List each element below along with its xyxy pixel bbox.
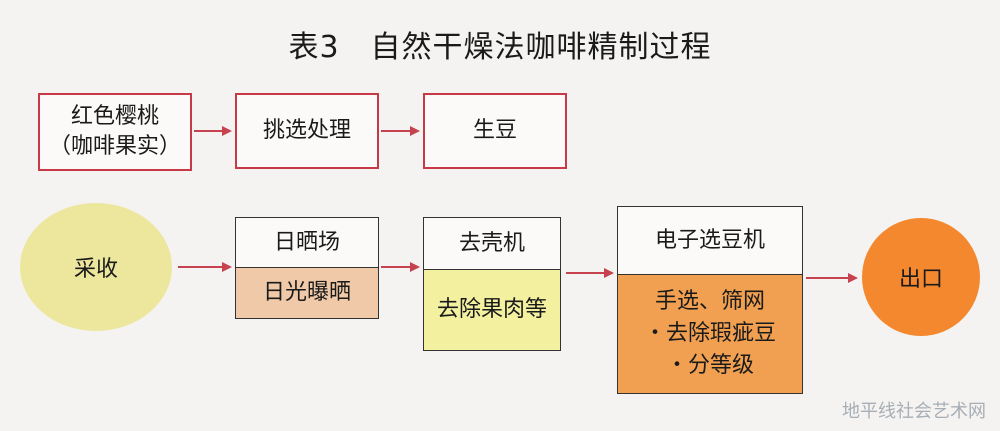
watermark-text: 地平线社会艺术网 bbox=[842, 401, 986, 422]
huller-header: 去壳机 bbox=[424, 218, 560, 270]
huller-body-label: 去除果肉等 bbox=[436, 297, 547, 323]
green-bean-box: 生豆 bbox=[423, 93, 567, 169]
harvest-label: 采收 bbox=[73, 257, 118, 282]
sun-yard-body: 日光曝晒 bbox=[236, 268, 378, 318]
electronic-sorter-header: 电子选豆机 bbox=[618, 207, 802, 275]
sun-yard-box: 日晒场 日光曝晒 bbox=[235, 217, 379, 319]
export-label: 出口 bbox=[898, 267, 943, 292]
harvest-circle: 采收 bbox=[20, 203, 172, 331]
sorter-step-remove-defects: ・去除瑕疵豆 bbox=[643, 321, 776, 347]
electronic-sorter-box: 电子选豆机 手选、筛网 ・去除瑕疵豆 ・分等级 bbox=[617, 206, 803, 394]
sun-yard-header: 日晒场 bbox=[236, 218, 378, 268]
green-bean-label: 生豆 bbox=[472, 118, 517, 144]
sorting-label: 挑选处理 bbox=[262, 118, 351, 144]
coffee-fruit-label: （咖啡果实） bbox=[48, 134, 181, 159]
red-cherry-box: 红色樱桃 （咖啡果实） bbox=[38, 93, 192, 171]
sun-yard-header-label: 日晒场 bbox=[273, 229, 340, 255]
huller-box: 去壳机 去除果肉等 bbox=[423, 217, 561, 351]
huller-header-label: 去壳机 bbox=[458, 230, 525, 256]
export-circle: 出口 bbox=[862, 218, 980, 336]
sorting-box: 挑选处理 bbox=[235, 93, 379, 169]
red-cherry-label: 红色樱桃 bbox=[70, 104, 159, 130]
huller-body: 去除果肉等 bbox=[424, 270, 560, 350]
electronic-sorter-header-label: 电子选豆机 bbox=[654, 227, 765, 253]
sorter-step-grade: ・分等级 bbox=[665, 352, 754, 378]
sorter-step-hand-sieve: 手选、筛网 bbox=[654, 289, 765, 315]
electronic-sorter-body: 手选、筛网 ・去除瑕疵豆 ・分等级 bbox=[618, 275, 802, 393]
diagram-title: 表3 自然干燥法咖啡精制过程 bbox=[288, 30, 712, 65]
sun-yard-body-label: 日光曝晒 bbox=[262, 280, 351, 306]
